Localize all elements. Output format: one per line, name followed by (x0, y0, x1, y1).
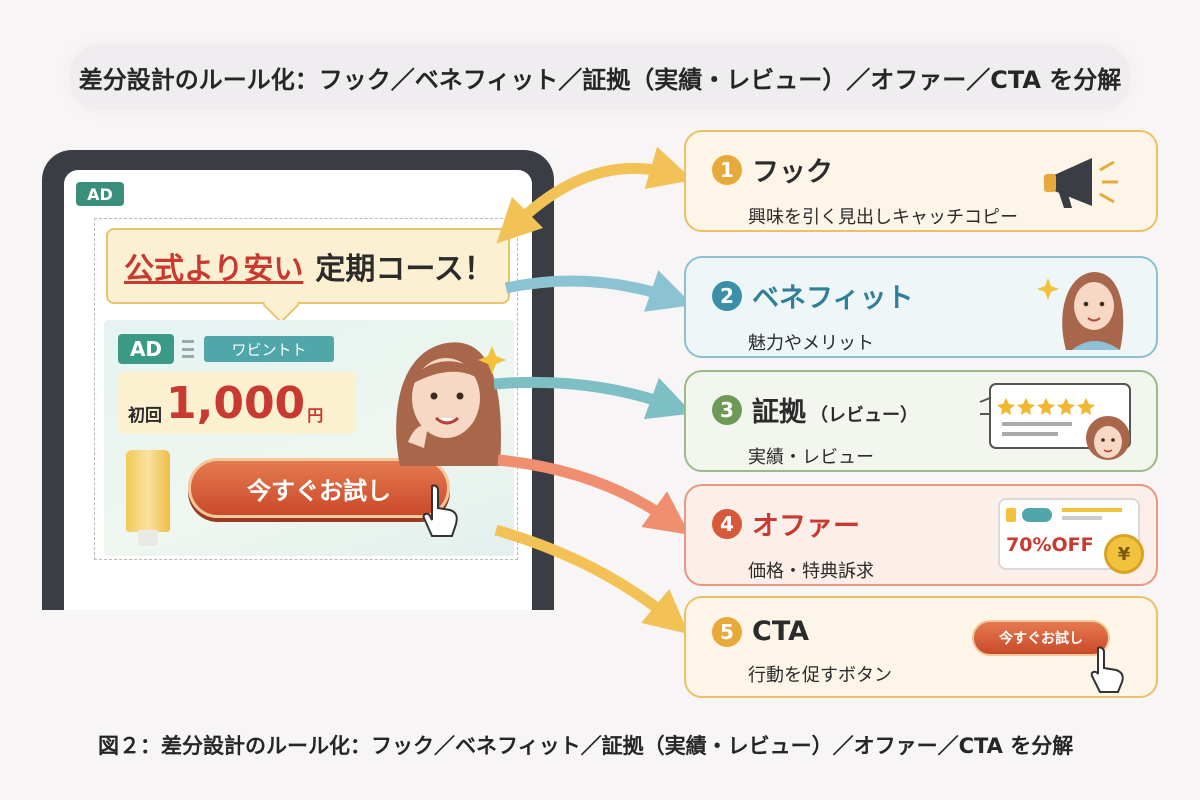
card-cta: 5 CTA 行動を促すボタン 今すぐお試し (684, 596, 1158, 698)
card-benefit: 2 ベネフィット 魅力やメリット (684, 256, 1158, 358)
hook-text: 定期コース！ (315, 252, 494, 287)
card-desc: 価格・特典訴求 (748, 561, 874, 582)
card-title: フック (752, 157, 833, 188)
card-number: 5 (712, 616, 742, 647)
figure-caption: 図２：差分設計のルール化：フック／ベネフィット／証拠（実績・レビュー）／オファー… (98, 734, 1074, 758)
ad-creative: AD ワビントト 初回 1,000 円 今すぐお試し (104, 320, 514, 556)
card-desc: 魅力やメリット (748, 333, 874, 354)
price-unit: 円 (307, 406, 324, 425)
price-value: 1,000 (166, 378, 306, 429)
card-title-main: 証拠 (752, 397, 806, 428)
card-title: 証拠（レビュー） (752, 390, 918, 429)
woman-icon (1037, 272, 1124, 350)
creative-ad-label: AD (118, 334, 174, 364)
title-banner: 差分設計のルール化：フック／ベネフィット／証拠（実績・レビュー）／オファー／CT… (70, 44, 1130, 110)
review-icon (979, 383, 1131, 460)
card-desc: 興味を引く見出しキャッチコピー (748, 207, 1018, 228)
ad-area: 公式より安い 定期コース！ AD ワビントト 初回 1,000 円 今すぐお試し (64, 170, 532, 610)
yen-coin-icon: ¥ (1104, 534, 1144, 574)
card-title: CTA (752, 616, 810, 647)
arrow-benefit (504, 270, 693, 312)
ad-badge: AD (76, 182, 124, 206)
creative-tag: ワビントト (204, 336, 334, 362)
card-desc: 行動を促すボタン (748, 665, 892, 686)
hook-highlight: 公式より安い (124, 252, 304, 287)
price-label: 初回 (128, 406, 162, 426)
ad-frame (94, 218, 518, 560)
arrow-cta (494, 524, 689, 635)
menu-lines-icon (182, 340, 194, 358)
card-proof: 3 証拠（レビュー） 実績・レビュー (684, 370, 1158, 472)
card-title: ベネフィット (752, 283, 914, 314)
price-box: 初回 1,000 円 (118, 372, 356, 434)
woman-illustration-icon (396, 342, 506, 466)
coupon-header-icon (1006, 508, 1122, 522)
mini-cta-button[interactable]: 今すぐお試し (972, 620, 1110, 656)
card-title-sub: （レビュー） (810, 405, 918, 426)
card-desc: 実績・レビュー (748, 447, 874, 468)
coupon-icon: 70%OFF ¥ (998, 498, 1144, 574)
arrow-hook (496, 146, 694, 244)
arrow-offer (497, 454, 690, 535)
hand-cursor-icon (1090, 646, 1124, 693)
card-number: 3 (712, 394, 742, 425)
page-title: 差分設計のルール化：フック／ベネフィット／証拠（実績・レビュー）／オファー／CT… (78, 65, 1122, 94)
hand-cursor-icon (422, 484, 458, 537)
card-hook: 1 フック 興味を引く見出しキャッチコピー (684, 130, 1158, 232)
offer-text: 70%OFF (1006, 534, 1094, 556)
hook-bubble: 公式より安い 定期コース！ (106, 228, 510, 324)
arrow-proof (493, 376, 693, 420)
card-number: 4 (712, 508, 742, 539)
megaphone-icon (1044, 158, 1118, 208)
product-tube-icon (126, 450, 170, 546)
card-number: 2 (712, 280, 742, 311)
card-offer: 4 オファー 価格・特典訴求 70%OFF ¥ (684, 484, 1158, 586)
cta-button[interactable]: 今すぐお試し (188, 458, 450, 518)
card-number: 1 (712, 154, 742, 185)
card-title: オファー (752, 511, 860, 542)
